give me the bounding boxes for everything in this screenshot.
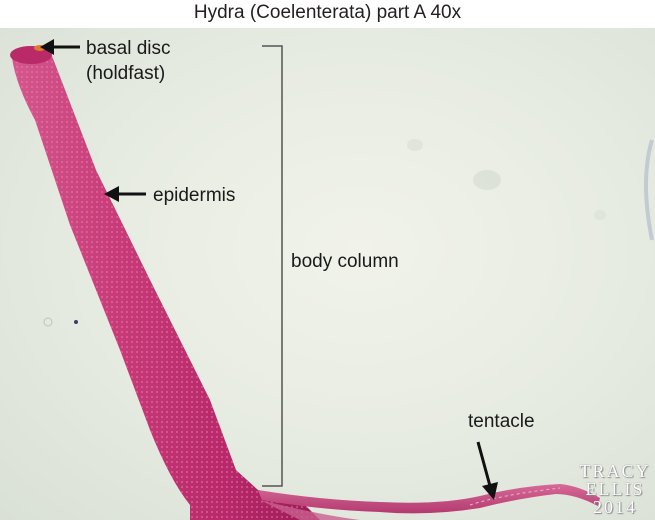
basal-disc-label: basal disc (holdfast) <box>86 38 171 85</box>
tentacle-shape <box>258 484 600 514</box>
body-column-label: body column <box>291 251 399 272</box>
epidermis-label: epidermis <box>153 185 236 206</box>
watermark: TRACY ELLIS 2014 <box>576 462 654 516</box>
watermark-line1: TRACY <box>579 461 651 481</box>
watermark-line3: 2014 <box>593 497 637 517</box>
basal-disc-label-line1: basal disc <box>86 38 171 59</box>
tentacle-arrow <box>476 441 498 500</box>
epidermis-arrow <box>104 186 146 202</box>
specimen-drawing <box>10 39 654 520</box>
basal-disc-arrow <box>40 39 80 55</box>
tentacle-label: tentacle <box>468 411 535 432</box>
watermark-line2: ELLIS <box>585 479 645 499</box>
basal-disc-label-line2: (holdfast) <box>86 63 166 84</box>
body-column-bracket <box>262 45 283 487</box>
micrograph-photo: basal disc (holdfast) epidermis body col… <box>0 28 655 520</box>
figure-title: Hydra (Coelenterata) part A 40x <box>0 0 655 28</box>
